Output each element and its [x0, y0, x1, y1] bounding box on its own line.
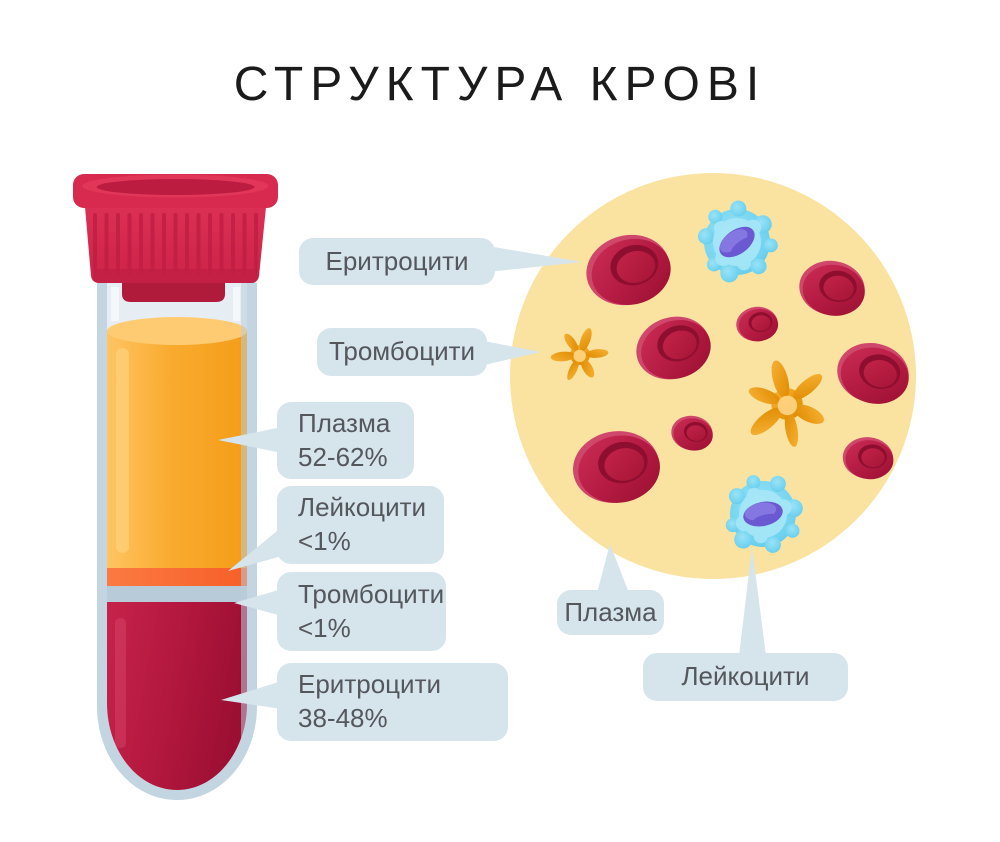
callout-leukocytes-tube: Лейкоцити <1%: [277, 486, 444, 564]
pointer-plasma-cells: [597, 544, 629, 593]
callout-erythrocytes-tube: Еритроцити 38-48%: [277, 663, 508, 741]
blood-smear-circle: [510, 173, 916, 579]
tube-cap: [73, 174, 278, 302]
leukocyte-band: [107, 586, 247, 602]
page-title: СТРУКТУРА КРОВІ: [233, 58, 767, 111]
callout-label: Лейкоцити: [681, 661, 810, 692]
callout-plasma-cells: Плазма: [557, 590, 664, 635]
callout-plasma-tube: Плазма 52-62%: [277, 402, 414, 479]
callout-platelets-tube: Тромбоцити <1%: [277, 572, 446, 651]
pointer-erythrocytes-tube: [221, 681, 282, 709]
platelet-band: [107, 568, 247, 586]
pointer-erythrocytes-cells: [488, 246, 582, 272]
layer-value: <1%: [298, 612, 351, 643]
test-tube: [73, 174, 278, 800]
erythrocyte-layer: [107, 602, 247, 790]
callout-pointers: [218, 246, 766, 709]
callout-label: Еритроцити: [325, 245, 469, 276]
callout-leukocytes-cells: Лейкоцити: [643, 653, 848, 701]
pointer-platelets-tube: [234, 589, 282, 616]
layer-name: Лейкоцити: [298, 492, 427, 523]
layer-name: Еритроцити: [298, 669, 441, 700]
plasma-layer: [107, 317, 247, 570]
callout-label: Тромбоцити: [328, 336, 476, 367]
pointer-leukocytes-cells: [739, 547, 766, 656]
layer-name: Плазма: [298, 407, 391, 438]
layer-value: 38-48%: [298, 703, 388, 733]
callout-label: Плазма: [564, 596, 657, 627]
callout-erythrocytes-cells: Еритроцити: [299, 238, 495, 285]
layer-name: Тромбоцити: [298, 578, 445, 609]
pointer-leukocytes-tube: [228, 527, 282, 571]
pointer-plasma-tube: [218, 427, 282, 453]
callout-platelets-cells: Тромбоцити: [317, 328, 487, 376]
pointer-platelets-cells: [484, 341, 541, 365]
layer-value: 52-62%: [298, 441, 388, 472]
layer-value: <1%: [298, 526, 351, 556]
